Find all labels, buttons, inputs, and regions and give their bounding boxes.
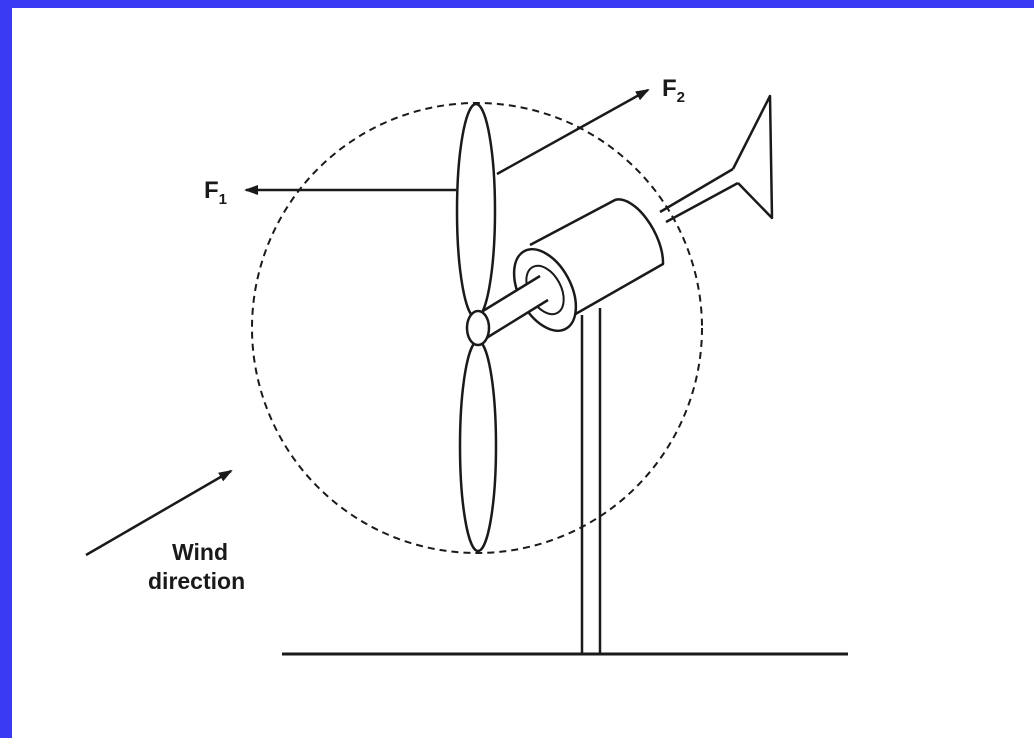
rotor-shaft <box>477 274 549 344</box>
force-f2-arrow <box>496 88 650 176</box>
force-f2-label: F2 <box>662 75 685 106</box>
tail-vane <box>659 94 774 224</box>
wind-direction-label-line2: direction <box>148 568 245 594</box>
lower-blade <box>458 339 498 553</box>
wind-direction-label-line1: Wind <box>172 539 228 565</box>
wind-direction-arrow <box>85 469 233 557</box>
force-f1-label: F1 <box>204 177 227 208</box>
diagram-canvas: F1 F2 Wind direction <box>12 8 1034 738</box>
tower <box>580 308 602 653</box>
upper-blade <box>455 102 497 320</box>
rotor-hub <box>465 309 491 347</box>
wind-turbine-diagram: F1 F2 Wind direction <box>85 75 848 656</box>
